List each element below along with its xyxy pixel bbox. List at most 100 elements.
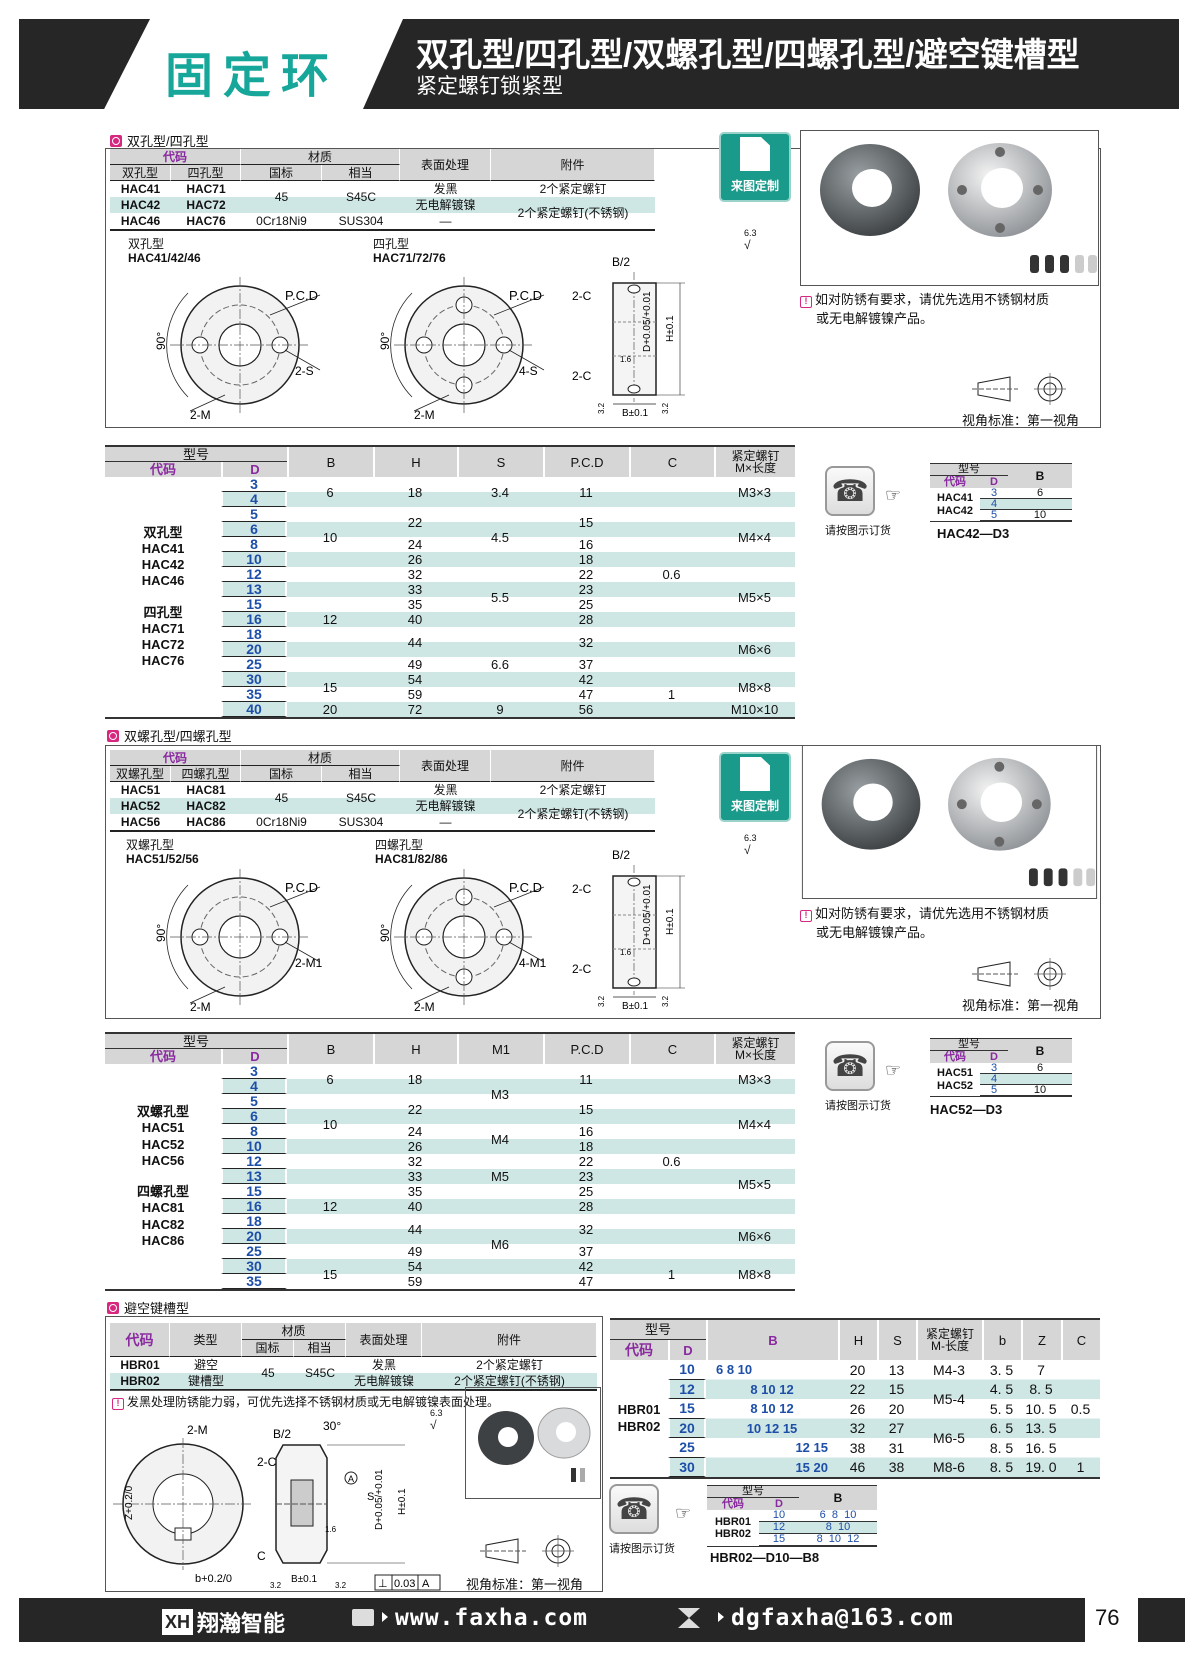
note-line: 如对防锈有要求，请优先选用不锈钢材质	[815, 292, 1050, 307]
pointing-hand-icon: ☞	[675, 1503, 692, 1523]
cell-s: 38	[888, 1459, 905, 1476]
cell-h: 32	[407, 567, 423, 582]
cell-d: 10	[668, 1360, 706, 1380]
product-photo	[801, 745, 1098, 899]
cell-pcd: 16	[578, 1124, 594, 1139]
model-code: HAC81	[186, 783, 226, 797]
section-title-keyway: 避空键槽型	[107, 1298, 189, 1317]
svg-text:B±0.1: B±0.1	[622, 408, 648, 419]
order-b: 6	[1008, 1062, 1072, 1074]
order-models: HAC41 HAC42	[936, 492, 974, 517]
cell-d: 12	[221, 567, 287, 582]
cell-m1: M5	[490, 1169, 510, 1184]
website-link[interactable]: www.faxha.com	[395, 1605, 589, 1631]
surface-value: 无电解镀镍	[415, 799, 476, 813]
cell-h: 44	[407, 1221, 423, 1237]
header-code: 代码	[110, 1323, 170, 1357]
header-accessory: 附件	[422, 1323, 597, 1357]
svg-text:0.03: 0.03	[394, 1578, 415, 1590]
custom-order-badge[interactable]: 来图定制	[719, 132, 791, 202]
roughness-value: 6.3	[744, 228, 757, 238]
cell-screw: M3×3	[738, 484, 771, 500]
header-screw-line: 紧定螺钉	[925, 1327, 974, 1341]
header-screw-line: 紧定螺钉	[731, 449, 780, 463]
note-line: 或无电解镀镍产品。	[816, 924, 934, 940]
cell-h: 44	[407, 634, 423, 650]
product-photo-frame	[465, 1387, 601, 1499]
cell-d: 5	[221, 507, 287, 522]
svg-text:B/2: B/2	[612, 255, 630, 269]
header-gb: 国标	[242, 1340, 294, 1357]
accessory-value: 2个紧定螺钉(不锈钢)	[454, 1374, 565, 1388]
section-panel	[105, 1316, 603, 1592]
note-line: 如对防锈有要求，请优先选用不锈钢材质	[815, 906, 1050, 921]
header-c: C	[629, 1034, 714, 1064]
series-label-line: HBR02	[617, 1418, 661, 1434]
cell-d: 25	[668, 1438, 706, 1458]
model-code: HAC52	[120, 799, 161, 813]
cell-pcd: 15	[578, 1101, 594, 1117]
cell-pcd: 37	[578, 1244, 594, 1259]
type-value: 避空	[193, 1358, 218, 1372]
header-d: D	[980, 476, 1008, 488]
header-z: Z	[1021, 1320, 1061, 1360]
custom-order-badge[interactable]: 来图定制	[719, 752, 791, 822]
material-equiv: SUS304	[338, 815, 384, 829]
cell-d: 10	[221, 1139, 287, 1154]
cell-pcd: 18	[578, 552, 594, 567]
page-number: 76	[1095, 1605, 1120, 1630]
material-equiv: S45C	[345, 190, 377, 204]
order-b: 6 8 10	[799, 1510, 877, 1522]
header-b: B	[1008, 464, 1072, 488]
svg-text:2-M: 2-M	[187, 1423, 208, 1437]
cell-pcd: 18	[578, 1139, 594, 1154]
note-line: 或无电解镀镍产品。	[816, 310, 934, 326]
phone-icon: ☎	[609, 1484, 659, 1534]
order-d: 3	[980, 1062, 1008, 1074]
material-gb: 0Cr18Ni9	[256, 214, 307, 228]
svg-text:3.2: 3.2	[661, 995, 670, 1007]
order-d: 5	[980, 509, 1008, 521]
model-code: HAC41	[120, 182, 161, 196]
material-table: 代码 类型 材质 国标 相当 表面处理 附件 HBR01 HBR02 避空 键槽…	[110, 1323, 597, 1391]
cell-d: 15	[221, 1184, 287, 1199]
surface-value: —	[439, 815, 452, 829]
cell-h: 35	[407, 597, 423, 612]
svg-text:2-C: 2-C	[257, 1455, 277, 1469]
svg-text:P.C.D: P.C.D	[285, 880, 318, 895]
header-code: 代码	[930, 1051, 980, 1063]
warning-icon: !	[800, 910, 812, 922]
header-material: 材质	[241, 149, 400, 165]
header-d: D	[759, 1498, 799, 1510]
cell-d: 8	[221, 1124, 287, 1139]
header-type-a: 双孔型	[110, 165, 171, 181]
header-accessory: 附件	[491, 149, 655, 181]
order-d: 15	[759, 1534, 799, 1546]
warning-icon: !	[112, 1398, 124, 1410]
header-code: 代码	[610, 1340, 668, 1360]
monitor-icon	[352, 1609, 374, 1626]
model-code: HAC56	[120, 815, 161, 829]
email-link[interactable]: dgfaxha@163.com	[731, 1605, 954, 1631]
svg-text:2-M1: 2-M1	[295, 956, 323, 970]
cell-s: 27	[888, 1420, 905, 1437]
header-d: D	[980, 1051, 1008, 1063]
cell-pcd: 37	[578, 657, 594, 672]
section-title-text: 双螺孔型/四螺孔型	[124, 729, 232, 744]
header-model: 型号	[930, 1039, 1008, 1051]
svg-text:1.6: 1.6	[620, 355, 632, 364]
section-title-two-four-hole: 双孔型/四孔型	[110, 131, 209, 150]
cell-screw: M8×8	[738, 1266, 771, 1282]
header-b: B	[1008, 1039, 1072, 1063]
cell-d: 35	[221, 1274, 287, 1289]
header-c: C	[1061, 1320, 1100, 1360]
svg-text:B/2: B/2	[273, 1427, 291, 1441]
order-hint: ☎请按图示订货	[609, 1484, 675, 1556]
svg-text:D+0.05/+0.01: D+0.05/+0.01	[374, 1469, 385, 1530]
cell-screw: M4-3	[933, 1361, 965, 1378]
svg-text:4-S: 4-S	[519, 364, 538, 378]
product-photo	[800, 130, 1099, 286]
order-b	[1008, 499, 1072, 510]
